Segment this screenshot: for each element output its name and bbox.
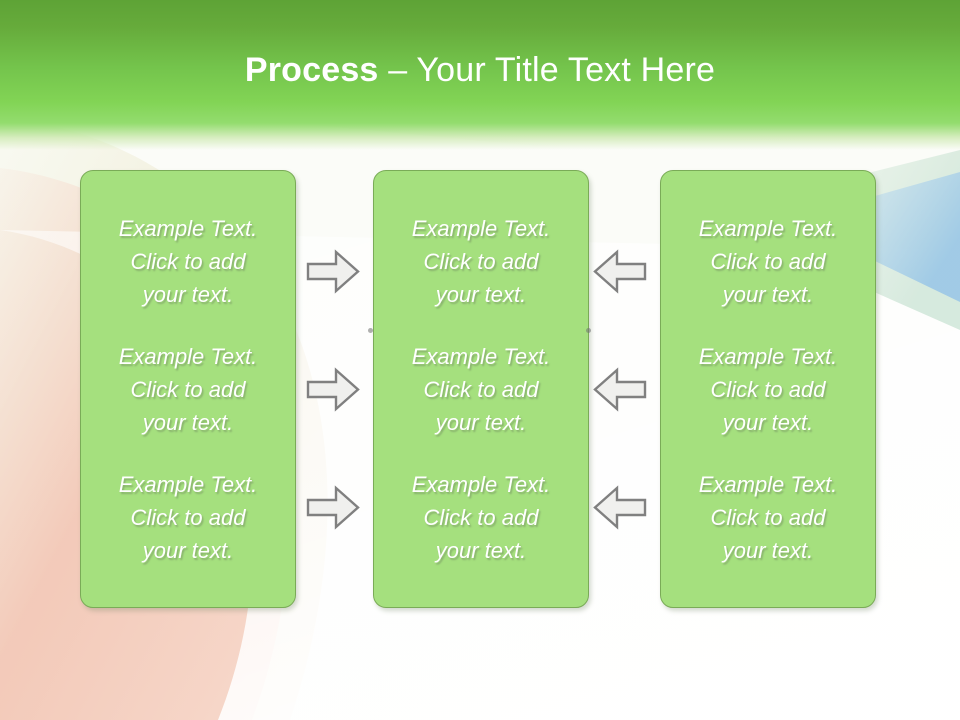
arrow-right-icon[interactable] (305, 484, 361, 531)
text-cell[interactable]: Example Text. Click to add your text. (81, 325, 295, 453)
cell-label: Example Text. Click to add your text. (698, 343, 838, 435)
title-bold-word: Process (244, 51, 379, 89)
text-cell[interactable]: Example Text. Click to add your text. (661, 453, 875, 581)
cell-label: Example Text. Click to add your text. (118, 215, 258, 307)
title-separator: – (378, 51, 417, 89)
selection-handle[interactable] (368, 328, 373, 333)
cell-label: Example Text. Click to add your text. (411, 215, 551, 307)
page-title: Process – Your Title Text Here (0, 50, 960, 90)
text-cell[interactable]: Example Text. Click to add your text. (81, 197, 295, 325)
text-cell[interactable]: Example Text. Click to add your text. (374, 197, 588, 325)
arrow-left-icon[interactable] (592, 366, 648, 413)
cell-label: Example Text. Click to add your text. (411, 343, 551, 435)
cell-label: Example Text. Click to add your text. (411, 471, 551, 563)
cell-label: Example Text. Click to add your text. (698, 215, 838, 307)
text-cell[interactable]: Example Text. Click to add your text. (81, 453, 295, 581)
arrow-right-icon[interactable] (305, 248, 361, 295)
arrow-left-icon[interactable] (592, 484, 648, 531)
process-column-left[interactable]: Example Text. Click to add your text. Ex… (80, 170, 296, 608)
text-cell[interactable]: Example Text. Click to add your text. (661, 197, 875, 325)
process-column-middle[interactable]: Example Text. Click to add your text. Ex… (373, 170, 589, 608)
process-column-right[interactable]: Example Text. Click to add your text. Ex… (660, 170, 876, 608)
arrow-right-icon[interactable] (305, 366, 361, 413)
text-cell[interactable]: Example Text. Click to add your text. (374, 453, 588, 581)
text-cell[interactable]: Example Text. Click to add your text. (374, 325, 588, 453)
cell-label: Example Text. Click to add your text. (698, 471, 838, 563)
cell-label: Example Text. Click to add your text. (118, 343, 258, 435)
arrow-left-icon[interactable] (592, 248, 648, 295)
text-cell[interactable]: Example Text. Click to add your text. (661, 325, 875, 453)
title-light-words: Your Title Text Here (416, 51, 716, 89)
process-diagram: Example Text. Click to add your text. Ex… (0, 170, 960, 610)
selection-handle[interactable] (586, 328, 591, 333)
cell-label: Example Text. Click to add your text. (118, 471, 258, 563)
